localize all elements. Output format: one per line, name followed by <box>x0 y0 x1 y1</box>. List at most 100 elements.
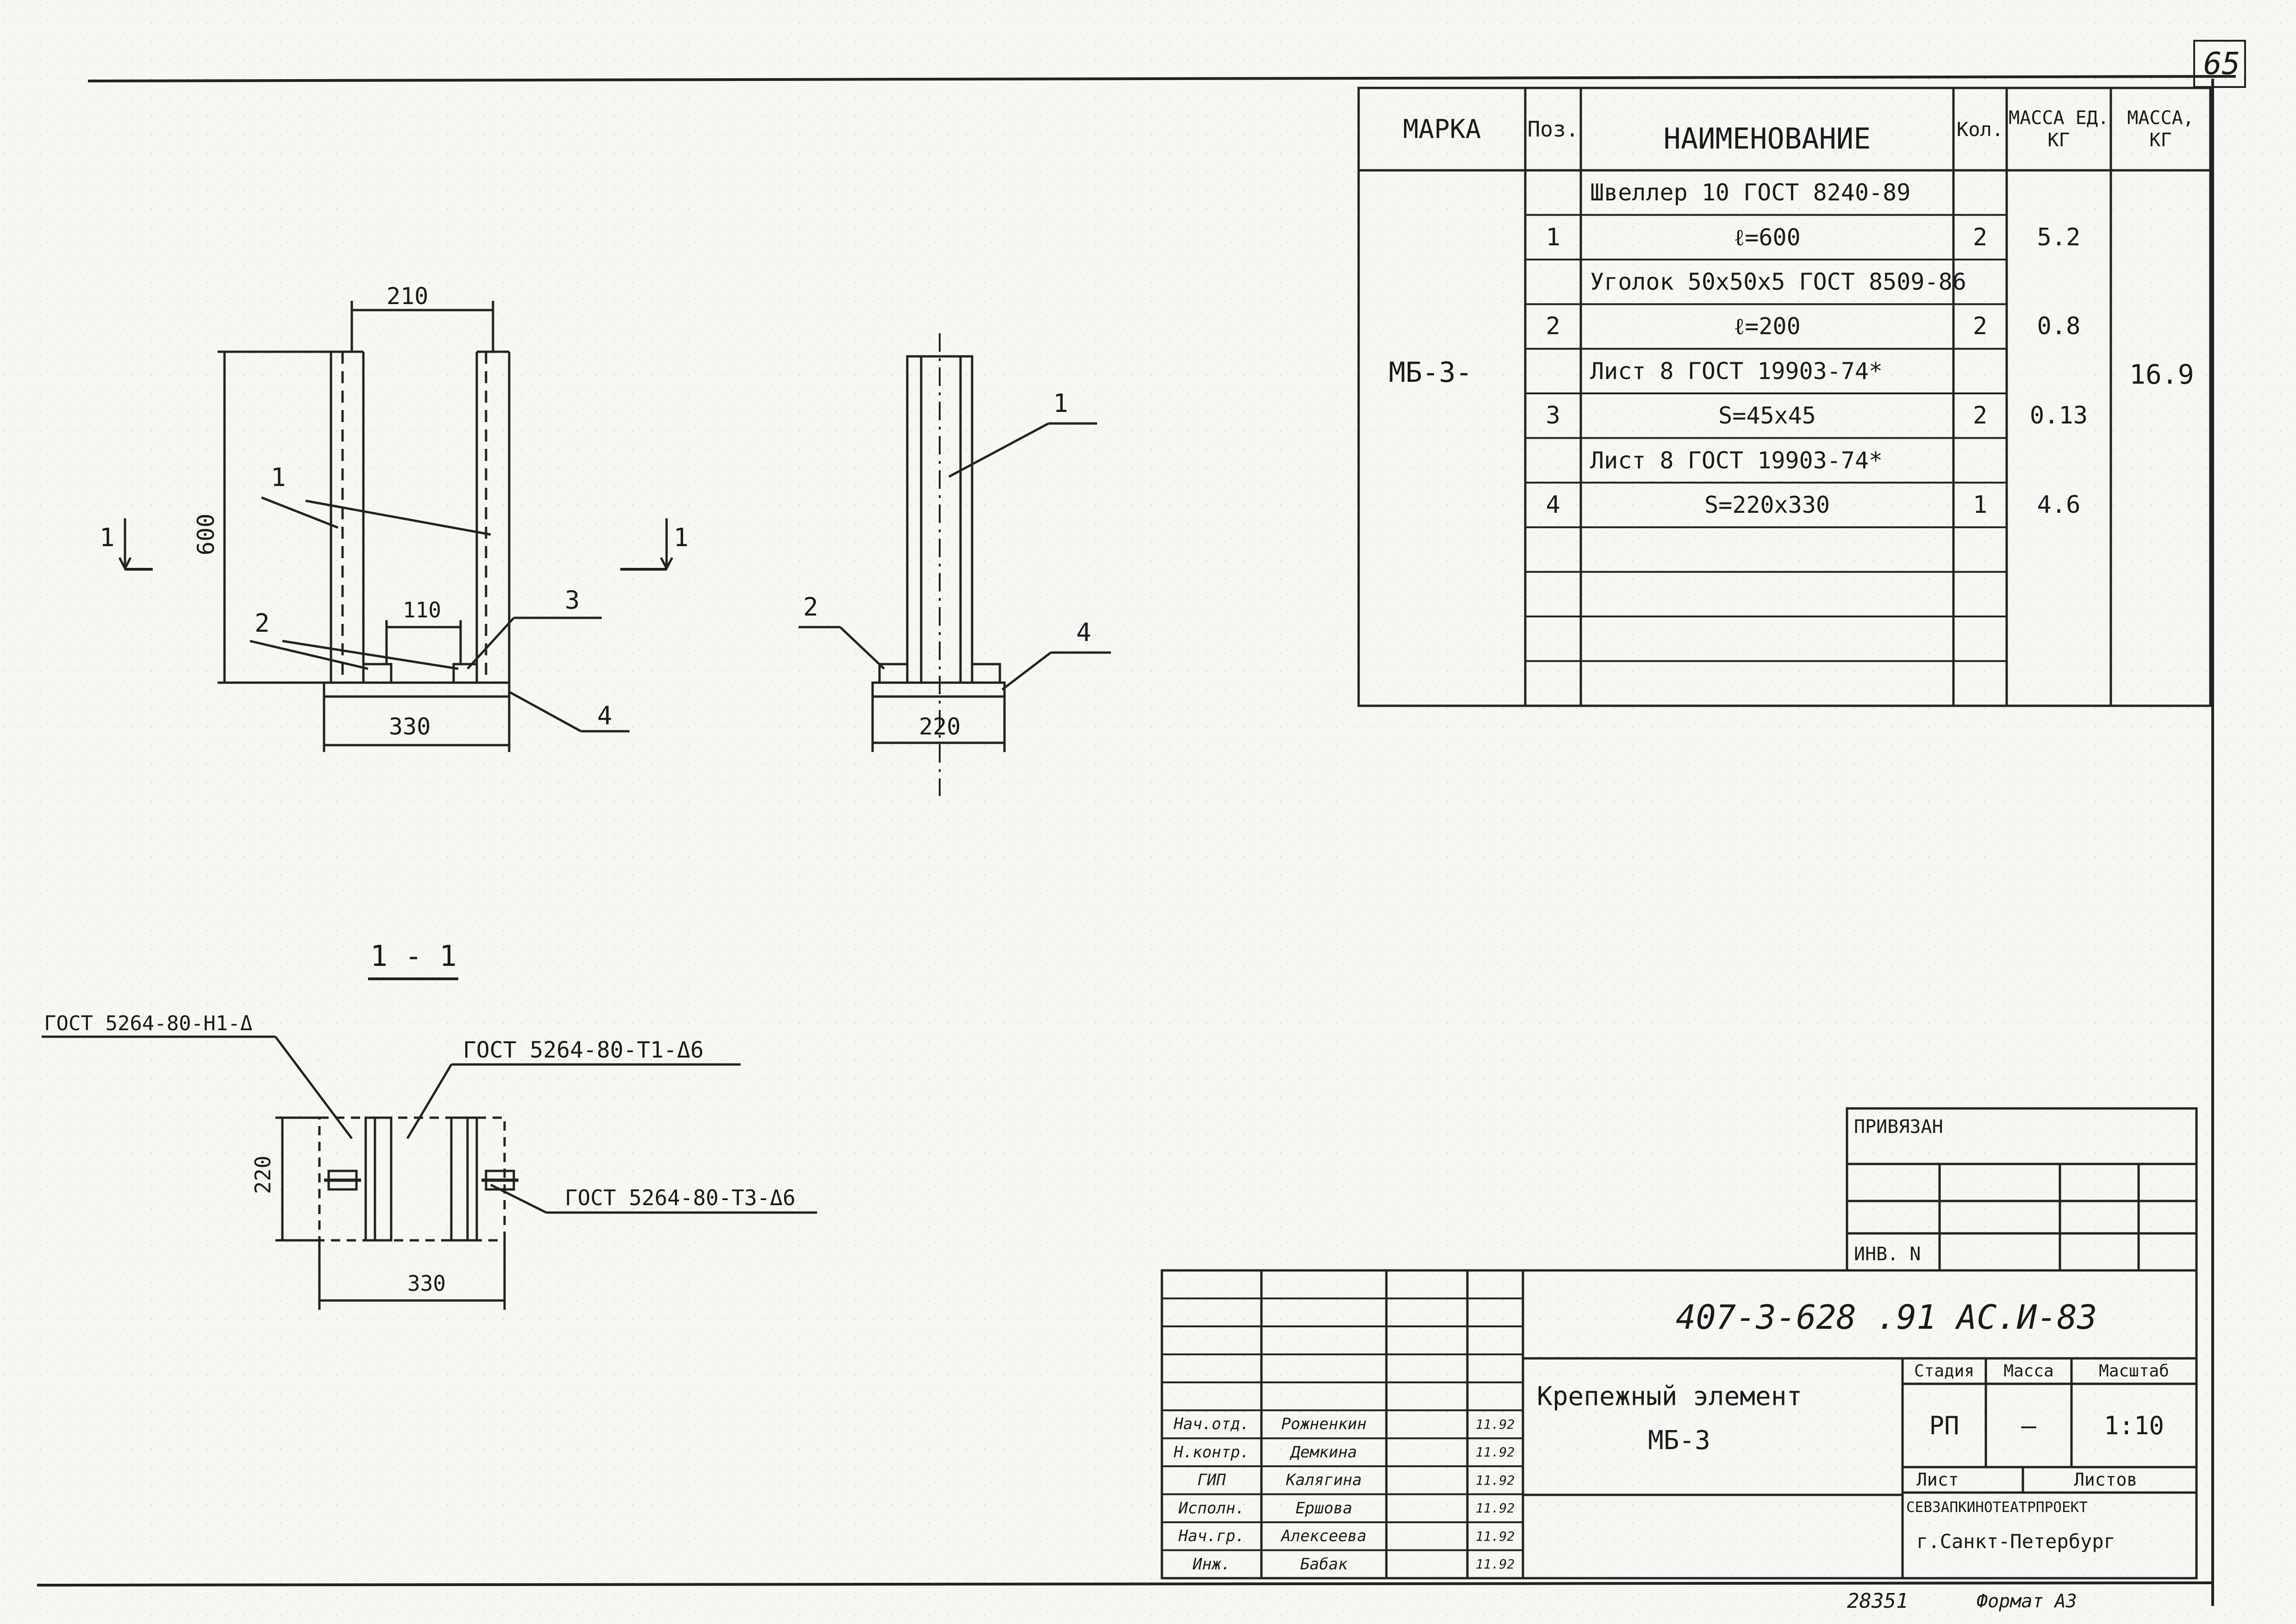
sheet-frame <box>37 40 2246 1606</box>
staff-date: 11.92 <box>1475 1416 1515 1432</box>
weld-top-label: ГОСТ 5264-80-Т1-Δ6 <box>463 1037 704 1063</box>
front-dim-inner: 110 <box>403 597 442 622</box>
stage-header: Стадия <box>1914 1362 1975 1381</box>
staff-role: ГИП <box>1197 1471 1226 1490</box>
footer-format: Формат А3 <box>1977 1591 2077 1612</box>
scale-value: 1:10 <box>2103 1411 2165 1440</box>
side-callout-2: 2 <box>803 592 818 622</box>
spec-row-pos: 1 <box>1546 223 1560 251</box>
section-title: 1 - 1 <box>370 939 457 973</box>
spec-row-qty: 2 <box>1972 223 1988 251</box>
spec-row-unit-mass <box>2007 260 2111 304</box>
staff-role: Нач.отд. <box>1173 1415 1250 1434</box>
spec-row-pos <box>1525 527 1581 572</box>
spec-row-pos <box>1525 260 1581 304</box>
front-callout-1: 1 <box>271 463 286 492</box>
staff-role: Инж. <box>1192 1555 1231 1574</box>
side-dim-bottom: 220 <box>919 713 961 740</box>
side-view <box>799 333 1111 796</box>
spec-row-pos <box>1525 170 1581 215</box>
spec-row-qty <box>1953 349 2007 393</box>
spec-row-name <box>1581 616 1953 661</box>
header-mark: МАРКА <box>1403 114 1481 144</box>
section-dim-height: 220 <box>250 1155 275 1194</box>
mass-value: — <box>2021 1411 2036 1440</box>
staff-name: Калягина <box>1286 1471 1362 1490</box>
spec-row-unit-mass <box>2007 661 2111 705</box>
spec-row-pos: 4 <box>1546 491 1560 519</box>
binding-inv: ИНВ. N <box>1854 1244 1921 1265</box>
weld-right-label: ГОСТ 5264-80-Т3-Δ6 <box>565 1185 796 1210</box>
spec-row-qty <box>1953 438 2007 482</box>
header-pos: Поз. <box>1527 117 1579 142</box>
weld-left-label: ГОСТ 5264-80-Н1-Δ <box>44 1012 253 1035</box>
spec-row-qty <box>1953 661 2007 705</box>
staff-name: Демкина <box>1291 1443 1357 1462</box>
spec-row-pos <box>1525 616 1581 661</box>
staff-name: Алексеева <box>1281 1527 1367 1546</box>
spec-row-name <box>1581 527 1953 572</box>
staff-role: Исполн. <box>1178 1499 1245 1518</box>
spec-row-name: ℓ=600 <box>1734 224 1801 251</box>
staff-date: 11.92 <box>1475 1472 1515 1488</box>
binding-title: ПРИВЯЗАН <box>1854 1116 1943 1138</box>
spec-row-unit-mass <box>2007 572 2111 616</box>
binding-box-grid <box>1846 1107 2198 1272</box>
header-unit-mass: МАССА ЕД. КГ <box>2009 107 2109 151</box>
spec-row-name: S=45x45 <box>1718 402 1816 429</box>
spec-row-name: Швеллер 10 ГОСТ 8240-89 <box>1590 179 1911 206</box>
spec-row-name: Лист 8 ГОСТ 19903-74* <box>1590 447 1883 474</box>
spec-row-pos <box>1525 661 1581 705</box>
staff-role: Н.контр. <box>1173 1443 1250 1462</box>
spec-row-name: Лист 8 ГОСТ 19903-74* <box>1590 357 1883 385</box>
staff-name: Ершова <box>1295 1499 1353 1518</box>
spec-row-unit-mass <box>2007 170 2111 215</box>
side-callout-1: 1 <box>1053 389 1068 418</box>
spec-row-qty: 2 <box>1972 402 1988 430</box>
spec-row-qty <box>1953 527 2007 572</box>
staff-date: 11.92 <box>1475 1556 1515 1572</box>
spec-row-pos <box>1525 349 1581 393</box>
spec-row-unit-mass <box>2007 527 2111 572</box>
spec-row-unit-mass: 0.13 <box>2029 402 2088 430</box>
spec-row-unit-mass <box>2007 349 2111 393</box>
spec-row-qty <box>1953 572 2007 616</box>
sheet-label: Лист <box>1916 1469 1959 1490</box>
staff-role: Нач.гр. <box>1178 1527 1245 1546</box>
stage-value: РП <box>1929 1411 1959 1440</box>
staff-name: Бабак <box>1300 1555 1348 1574</box>
spec-row-pos: 2 <box>1546 312 1560 341</box>
section-dim-width: 330 <box>407 1271 446 1296</box>
section-mark-right: 1 <box>674 523 689 552</box>
spec-table-grid <box>1357 87 2212 707</box>
spec-row-unit-mass: 4.6 <box>2037 491 2081 519</box>
staff-date: 11.92 <box>1475 1528 1515 1544</box>
spec-row-name <box>1581 572 1953 616</box>
sheets-label: Листов <box>2074 1469 2138 1490</box>
front-callout-4: 4 <box>597 701 612 730</box>
spec-row-name: S=220x330 <box>1704 491 1830 518</box>
spec-mark: МБ-3- <box>1389 356 1472 389</box>
doc-code: 407-3-628 .91 АС.И-83 <box>1676 1298 2097 1337</box>
front-dim-top: 210 <box>387 283 429 310</box>
spec-total-mass: 16.9 <box>2129 359 2194 390</box>
staff-date: 11.92 <box>1475 1500 1515 1516</box>
mass-header: Масса <box>2003 1362 2054 1381</box>
title-block-grid <box>1160 1269 2198 1580</box>
spec-row-unit-mass <box>2007 616 2111 661</box>
spec-row-qty: 2 <box>1972 312 1988 341</box>
spec-row-name: Уголок 50х50х5 ГОСТ 8509-86 <box>1590 268 1966 295</box>
spec-row-unit-mass: 5.2 <box>2037 223 2081 251</box>
page-number: 65 <box>2203 46 2240 81</box>
spec-row-pos <box>1525 438 1581 482</box>
footer-number: 28351 <box>1847 1589 1909 1613</box>
header-name: НАИМЕНОВАНИЕ <box>1663 121 1871 156</box>
doc-name: Крепежный элемент <box>1537 1381 1803 1412</box>
front-view <box>118 301 674 752</box>
org-name: СЕВЗАПКИНОТЕАТРПРОЕКТ <box>1906 1499 2088 1516</box>
spec-row-pos <box>1525 572 1581 616</box>
staff-date: 11.92 <box>1475 1444 1515 1460</box>
spec-row-qty <box>1953 616 2007 661</box>
